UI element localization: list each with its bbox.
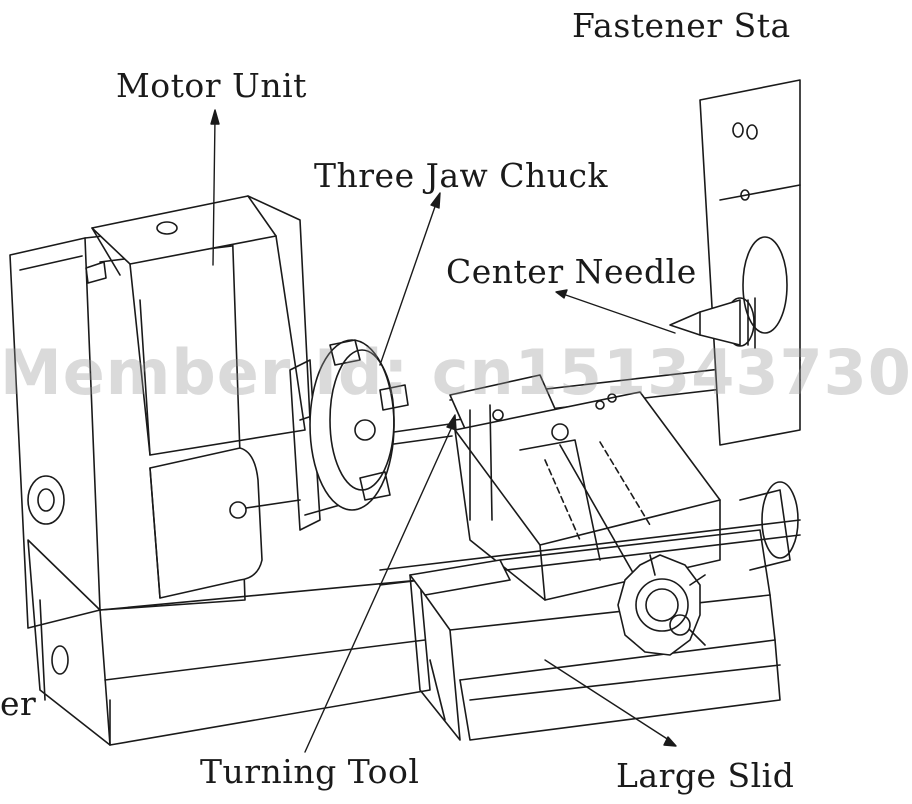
label-left-edge: er [0, 684, 37, 723]
arrow-motor-unit [210, 109, 220, 125]
leader-lines [210, 109, 677, 753]
carriage [449, 374, 721, 601]
arrow-three-jaw-chuck [430, 192, 441, 209]
label-fastener-stand: Fastener Sta [572, 6, 791, 45]
label-turning-tool: Turning Tool [200, 752, 420, 791]
arrow-turning-tool [446, 414, 457, 431]
label-center-needle: Center Needle [446, 252, 697, 291]
motor-cover [85, 195, 311, 456]
lathe-bed [27, 359, 801, 746]
lathe-drawing [9, 79, 801, 753]
gear-guard [149, 447, 301, 599]
label-large-slide: Large Slid [616, 756, 795, 795]
label-three-jaw-chuck: Three Jaw Chuck [314, 156, 608, 195]
lathe-diagram: Member Id: cn151343730 Fastener Sta Moto… [0, 6, 911, 795]
arrow-large-slide [663, 736, 677, 747]
three-jaw-chuck [289, 339, 453, 531]
tailstock [669, 79, 801, 571]
hand-wheel [617, 554, 706, 656]
large-slide [409, 529, 781, 741]
watermark: Member Id: cn151343730 [0, 336, 912, 409]
arrow-center-needle [555, 289, 568, 299]
label-motor-unit: Motor Unit [116, 66, 307, 105]
